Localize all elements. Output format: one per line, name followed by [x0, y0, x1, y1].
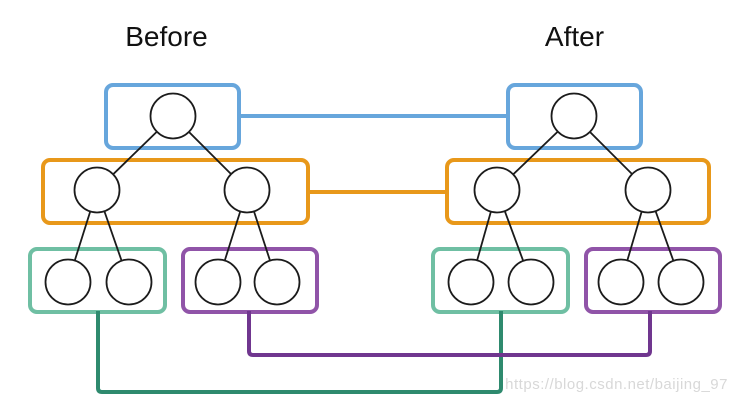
tree-node: [507, 258, 555, 306]
tree-node: [253, 258, 301, 306]
after-title: After: [544, 21, 605, 52]
tree-node: [223, 166, 271, 214]
tree-node: [657, 258, 705, 306]
purple-leaf-link-line: [247, 311, 652, 357]
tree-node: [194, 258, 242, 306]
tree-node: [73, 166, 121, 214]
teal-leaf-link-line: [96, 311, 503, 394]
watermark-text: https://blog.csdn.net/baijing_97: [505, 376, 728, 393]
tree-node: [550, 92, 598, 140]
tree-node: [624, 166, 672, 214]
before-title: Before: [125, 21, 208, 52]
tree-node: [44, 258, 92, 306]
tree-node: [447, 258, 495, 306]
tree-node: [105, 258, 153, 306]
tree-node: [149, 92, 197, 140]
tree-node: [597, 258, 645, 306]
tree-node: [473, 166, 521, 214]
